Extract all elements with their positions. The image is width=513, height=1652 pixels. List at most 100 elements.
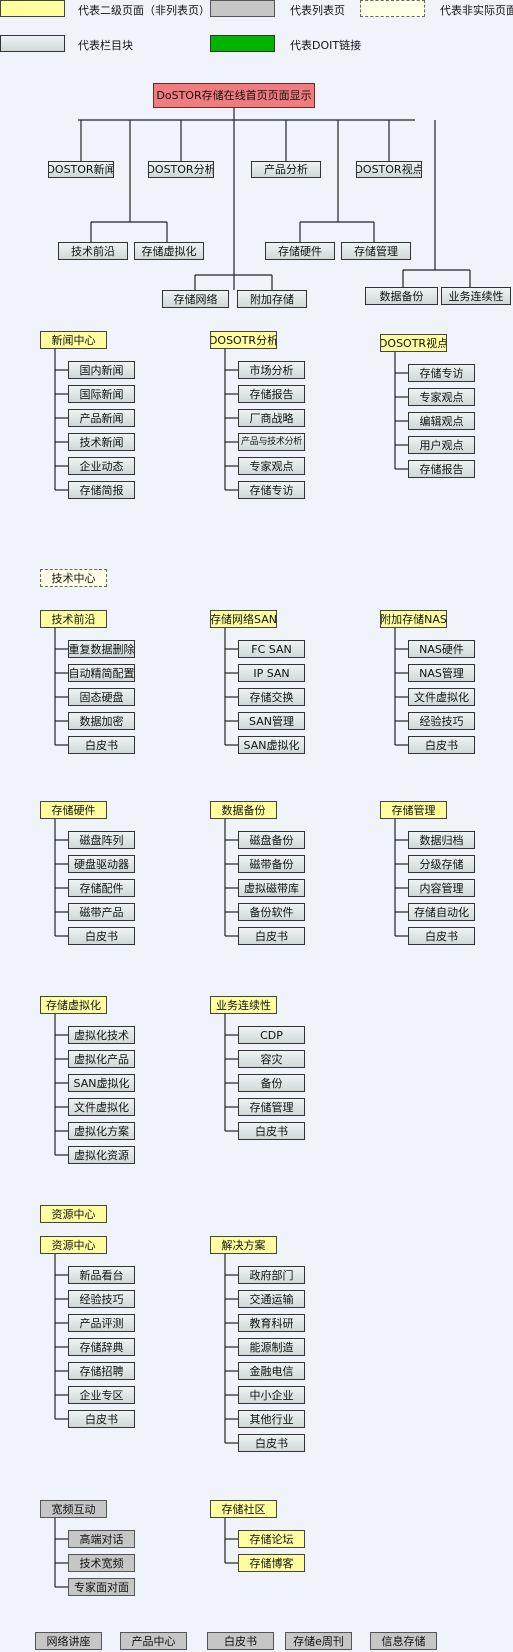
group-title[interactable]: 存储管理	[380, 801, 447, 819]
group-item[interactable]: 存储交换	[238, 688, 305, 706]
group-item[interactable]: 存储辞典	[68, 1338, 135, 1356]
group-item[interactable]: 教育科研	[238, 1314, 305, 1332]
group-item[interactable]: 产品新闻	[68, 409, 135, 427]
level3-node[interactable]: 业务连续性	[441, 287, 511, 305]
group-item[interactable]: 文件虚拟化	[408, 688, 475, 706]
group-title[interactable]: DOSOTR视点	[380, 334, 447, 352]
group-item[interactable]: 磁盘阵列	[68, 831, 135, 849]
bottom-link[interactable]: 网络讲座	[35, 1632, 102, 1650]
group-item[interactable]: 容灾	[238, 1050, 305, 1068]
group-item[interactable]: NAS硬件	[408, 640, 475, 658]
group-item[interactable]: 存储自动化	[408, 903, 475, 921]
level3-node[interactable]: 数据备份	[365, 287, 438, 305]
level2-node[interactable]: 存储管理	[341, 242, 411, 260]
group-item[interactable]: 内容管理	[408, 879, 475, 897]
group-item[interactable]: FC SAN	[238, 640, 305, 658]
group-item[interactable]: 虚拟化资源	[68, 1146, 135, 1164]
group-item[interactable]: 存储配件	[68, 879, 135, 897]
bottom-link[interactable]: 信息存储	[370, 1632, 437, 1650]
group-item[interactable]: 存储招聘	[68, 1362, 135, 1380]
bottom-link[interactable]: 白皮书	[207, 1632, 274, 1650]
group-item[interactable]: 白皮书	[238, 1122, 305, 1140]
group-item[interactable]: 存储专访	[408, 364, 475, 382]
level2-node[interactable]: 存储硬件	[265, 242, 335, 260]
group-item[interactable]: 国内新闻	[68, 361, 135, 379]
group-item[interactable]: SAN虚拟化	[238, 736, 305, 754]
group-item[interactable]: 企业动态	[68, 457, 135, 475]
group-item[interactable]: 磁盘备份	[238, 831, 305, 849]
group-item[interactable]: 白皮书	[68, 1410, 135, 1428]
group-item[interactable]: 白皮书	[238, 1434, 305, 1452]
group-item[interactable]: 分级存储	[408, 855, 475, 873]
group-item[interactable]: 中小企业	[238, 1386, 305, 1404]
group-item[interactable]: 经验技巧	[408, 712, 475, 730]
group-title[interactable]: 资源中心	[40, 1236, 107, 1254]
group-item[interactable]: 专家观点	[408, 388, 475, 406]
group-item[interactable]: 用户观点	[408, 436, 475, 454]
resource-center-label[interactable]: 资源中心	[40, 1205, 107, 1223]
group-item[interactable]: 白皮书	[408, 927, 475, 945]
group-item[interactable]: CDP	[238, 1026, 305, 1044]
group-item[interactable]: 存储管理	[238, 1098, 305, 1116]
group-item[interactable]: 虚拟化技术	[68, 1026, 135, 1044]
group-title[interactable]: 存储社区	[210, 1500, 277, 1518]
group-item[interactable]: 白皮书	[68, 927, 135, 945]
group-item[interactable]: 数据加密	[68, 712, 135, 730]
group-item[interactable]: 数据归档	[408, 831, 475, 849]
group-item[interactable]: 国际新闻	[68, 385, 135, 403]
group-item[interactable]: 其他行业	[238, 1410, 305, 1428]
group-item[interactable]: 存储报告	[238, 385, 305, 403]
group-item[interactable]: 备份软件	[238, 903, 305, 921]
group-item[interactable]: 存储博客	[238, 1554, 305, 1572]
bottom-link[interactable]: 产品中心	[120, 1632, 187, 1650]
group-item[interactable]: 白皮书	[238, 927, 305, 945]
level2-node[interactable]: 技术前沿	[58, 242, 128, 260]
group-item[interactable]: 存储专访	[238, 481, 305, 499]
group-item[interactable]: 专家面对面	[68, 1578, 135, 1596]
level3-node[interactable]: 存储网络	[162, 290, 229, 308]
group-item[interactable]: 专家观点	[238, 457, 305, 475]
group-item[interactable]: 虚拟磁带库	[238, 879, 305, 897]
group-title[interactable]: 业务连续性	[210, 996, 277, 1014]
level2-node[interactable]: 存储虚拟化	[134, 242, 204, 260]
group-title[interactable]: DOSOTR分析	[210, 331, 277, 349]
group-title[interactable]: 数据备份	[210, 801, 277, 819]
group-item[interactable]: 虚拟化方案	[68, 1122, 135, 1140]
level1-node[interactable]: 产品分析	[251, 161, 321, 178]
group-item[interactable]: 磁带备份	[238, 855, 305, 873]
group-item[interactable]: 备份	[238, 1074, 305, 1092]
group-item[interactable]: SAN虚拟化	[68, 1074, 135, 1092]
level1-node[interactable]: DOSTOR分析	[148, 161, 214, 178]
group-item[interactable]: 磁带产品	[68, 903, 135, 921]
group-item[interactable]: 硬盘驱动器	[68, 855, 135, 873]
group-title[interactable]: 宽频互动	[40, 1500, 107, 1518]
group-title[interactable]: 新闻中心	[40, 331, 107, 349]
group-title[interactable]: 存储虚拟化	[40, 996, 107, 1014]
group-item[interactable]: 能源制造	[238, 1338, 305, 1356]
group-title[interactable]: 解决方案	[210, 1236, 277, 1254]
group-item[interactable]: 存储报告	[408, 460, 475, 478]
group-item[interactable]: 文件虚拟化	[68, 1098, 135, 1116]
group-item[interactable]: 自动精简配置	[68, 664, 135, 682]
group-item[interactable]: 政府部门	[238, 1266, 305, 1284]
group-item[interactable]: 白皮书	[408, 736, 475, 754]
group-item[interactable]: NAS管理	[408, 664, 475, 682]
root-node[interactable]: DoSTOR存储在线首页页面显示	[153, 83, 315, 108]
group-item[interactable]: 新品看台	[68, 1266, 135, 1284]
group-item[interactable]: 存储简报	[68, 481, 135, 499]
group-item[interactable]: 经验技巧	[68, 1290, 135, 1308]
group-item[interactable]: 白皮书	[68, 736, 135, 754]
group-item[interactable]: 高端对话	[68, 1530, 135, 1548]
group-item[interactable]: 产品与技术分析	[238, 433, 305, 451]
bottom-link[interactable]: 存储e周刊	[285, 1632, 352, 1650]
group-title[interactable]: 存储网络SAN	[210, 610, 277, 628]
group-item[interactable]: 虚拟化产品	[68, 1050, 135, 1068]
group-item[interactable]: 重复数据删除	[68, 640, 135, 658]
group-item[interactable]: 金融电信	[238, 1362, 305, 1380]
group-item[interactable]: 市场分析	[238, 361, 305, 379]
group-item[interactable]: 厂商战略	[238, 409, 305, 427]
group-title[interactable]: 存储硬件	[40, 801, 107, 819]
group-item[interactable]: 存储论坛	[238, 1530, 305, 1548]
group-item[interactable]: 交通运输	[238, 1290, 305, 1308]
level1-node[interactable]: DOSTOR视点	[356, 161, 422, 178]
